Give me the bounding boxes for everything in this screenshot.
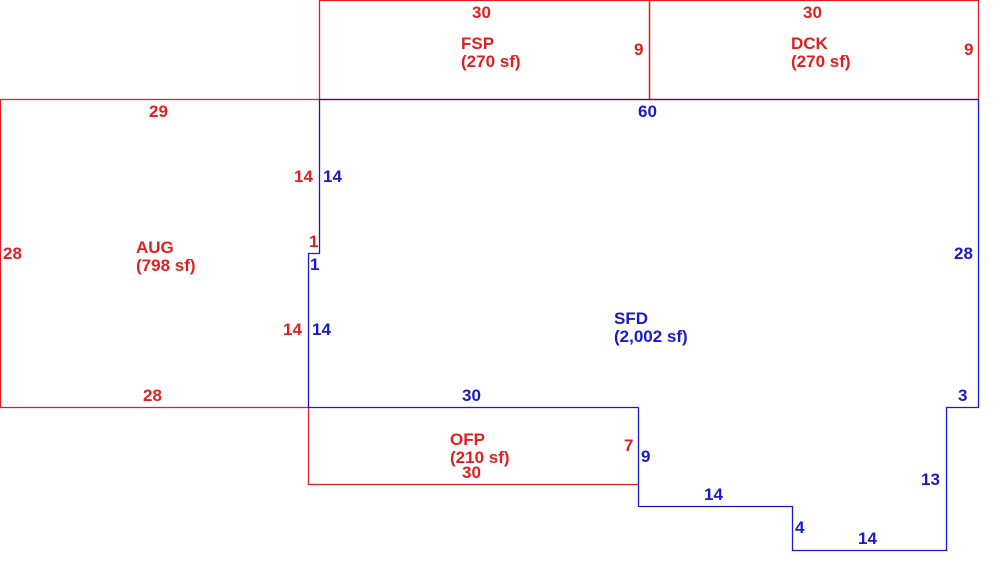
fsp-area: (270 sf) [461,52,521,71]
dim-sfd-top: 60 [638,102,657,121]
dim-aug-lower-side: 14 [283,320,302,339]
dim-sfd-right-lower: 13 [921,470,940,489]
aug-outline [0,98,320,409]
sfd-outline [307,98,980,552]
ofp-label: OFP [450,430,485,449]
dim-dck-top: 30 [803,3,822,22]
dim-sfd-notch: 3 [958,386,967,405]
dim-ofp-side: 7 [624,436,633,455]
dim-sfd-bottom-left: 30 [462,386,481,405]
dim-fsp-top: 30 [472,3,491,22]
dim-sfd-bottom-right: 14 [858,529,877,548]
dim-fsp-side: 9 [634,40,643,59]
sfd-area: (2,002 sf) [614,327,688,346]
dim-aug-upper-side: 14 [294,167,313,186]
sfd-label: SFD [614,309,648,328]
dck-area: (270 sf) [791,52,851,71]
aug-label: AUG [136,238,174,257]
aug-area: (798 sf) [136,256,196,275]
dim-sfd-bottom-mid: 14 [704,485,723,504]
dim-aug-bottom: 28 [143,386,162,405]
ofp-area: (210 sf) [450,448,510,467]
dck-label: DCK [791,34,829,53]
ofp-outline [307,407,639,486]
dim-ofp-bottom: 30 [462,463,481,482]
dim-sfd-right: 28 [954,244,973,263]
dim-sfd-lower-left: 14 [312,320,331,339]
dim-sfd-upper-left: 14 [323,167,342,186]
dim-aug-left: 28 [3,244,22,263]
dim-sfd-step: 1 [310,255,319,274]
dim-sfd-step-down: 4 [795,518,805,537]
dim-aug-top: 29 [149,102,168,121]
dim-dck-side: 9 [964,40,973,59]
fsp-label: FSP [461,34,494,53]
dim-aug-step: 1 [309,232,318,251]
dim-sfd-ofp-side: 9 [641,447,650,466]
